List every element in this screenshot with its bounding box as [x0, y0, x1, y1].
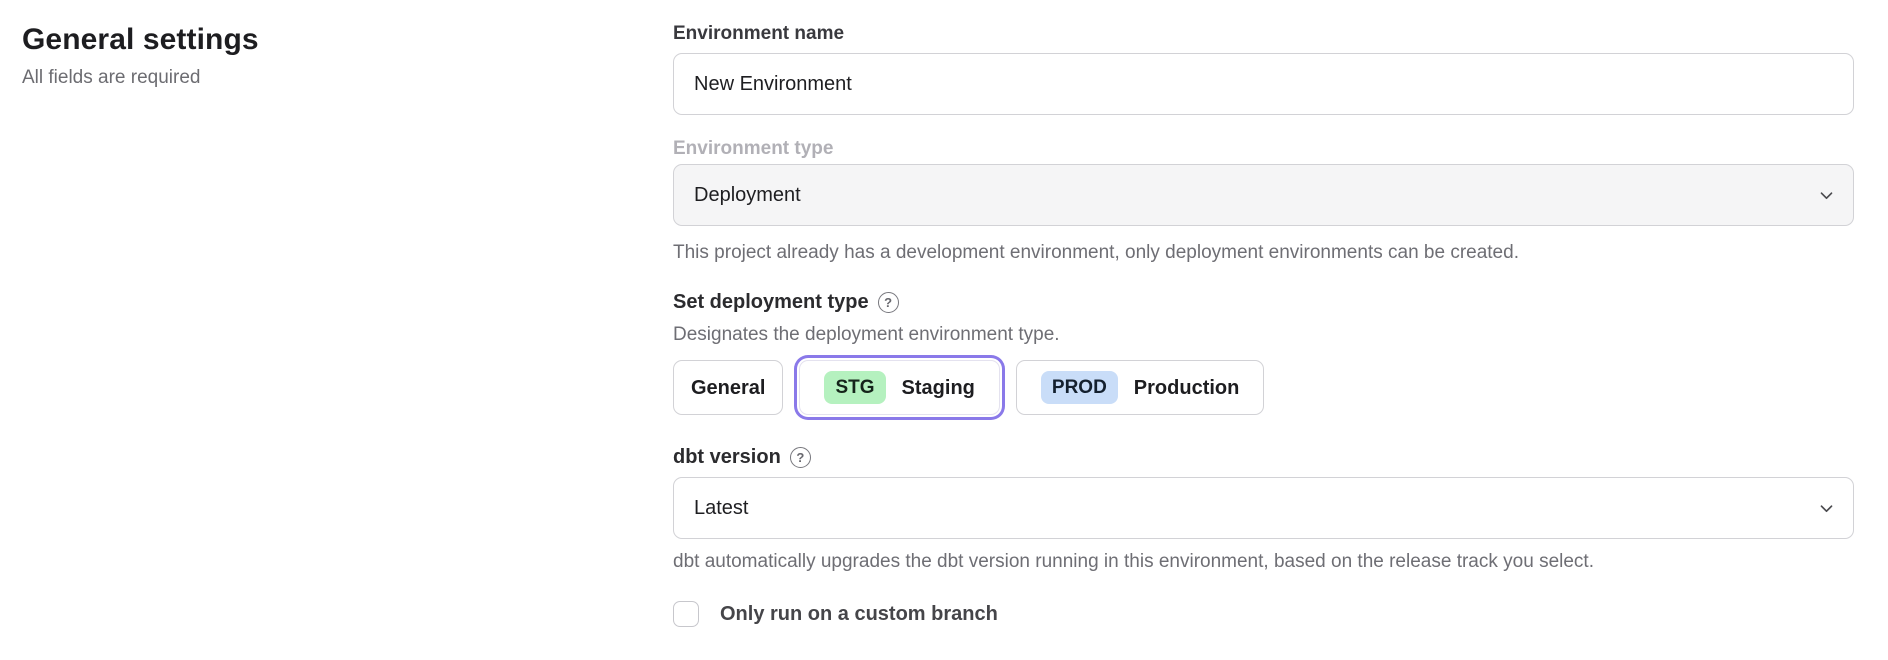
- chevron-down-icon: [1818, 500, 1835, 517]
- production-badge: PROD: [1040, 371, 1118, 404]
- deployment-type-production-button[interactable]: PROD Production: [1015, 360, 1265, 415]
- general-settings-form: Environment name Environment type Deploy…: [673, 0, 1854, 627]
- deployment-type-description: Designates the deployment environment ty…: [673, 324, 1060, 345]
- deployment-type-general-label: General: [691, 376, 766, 399]
- custom-branch-label[interactable]: Only run on a custom branch: [720, 602, 998, 625]
- deployment-type-heading: Set deployment type ?: [673, 290, 1854, 314]
- environment-name-label: Environment name: [673, 23, 845, 44]
- chevron-down-icon: [1818, 187, 1835, 204]
- dbt-version-heading-text: dbt version: [673, 446, 781, 468]
- deployment-type-staging-button[interactable]: STG Staging: [799, 360, 1000, 415]
- deployment-type-general-button[interactable]: General: [673, 360, 784, 415]
- environment-type-helper: This project already has a development e…: [673, 242, 1519, 263]
- environment-name-input[interactable]: [673, 53, 1854, 115]
- page-title: General settings: [22, 23, 259, 56]
- help-icon[interactable]: ?: [789, 446, 811, 468]
- dbt-version-heading: dbt version ?: [673, 445, 1854, 469]
- dbt-version-select[interactable]: Latest: [673, 477, 1854, 539]
- staging-badge: STG: [824, 371, 886, 404]
- environment-type-label: Environment type: [673, 138, 834, 159]
- settings-intro: General settings All fields are required: [22, 22, 582, 89]
- help-icon[interactable]: ?: [877, 291, 899, 313]
- deployment-type-heading-text: Set deployment type: [673, 291, 869, 313]
- dbt-version-helper: dbt automatically upgrades the dbt versi…: [673, 551, 1594, 572]
- deployment-type-staging-label: Staging: [901, 376, 975, 399]
- custom-branch-row: Only run on a custom branch: [673, 601, 1854, 627]
- page-subtitle: All fields are required: [22, 67, 201, 88]
- environment-type-select: Deployment: [673, 164, 1854, 226]
- deployment-type-options: General STG Staging PROD Production: [673, 360, 1854, 415]
- environment-type-value: Deployment: [694, 183, 801, 206]
- custom-branch-checkbox[interactable]: [673, 601, 699, 627]
- dbt-version-value: Latest: [694, 496, 749, 519]
- deployment-type-production-label: Production: [1133, 376, 1240, 399]
